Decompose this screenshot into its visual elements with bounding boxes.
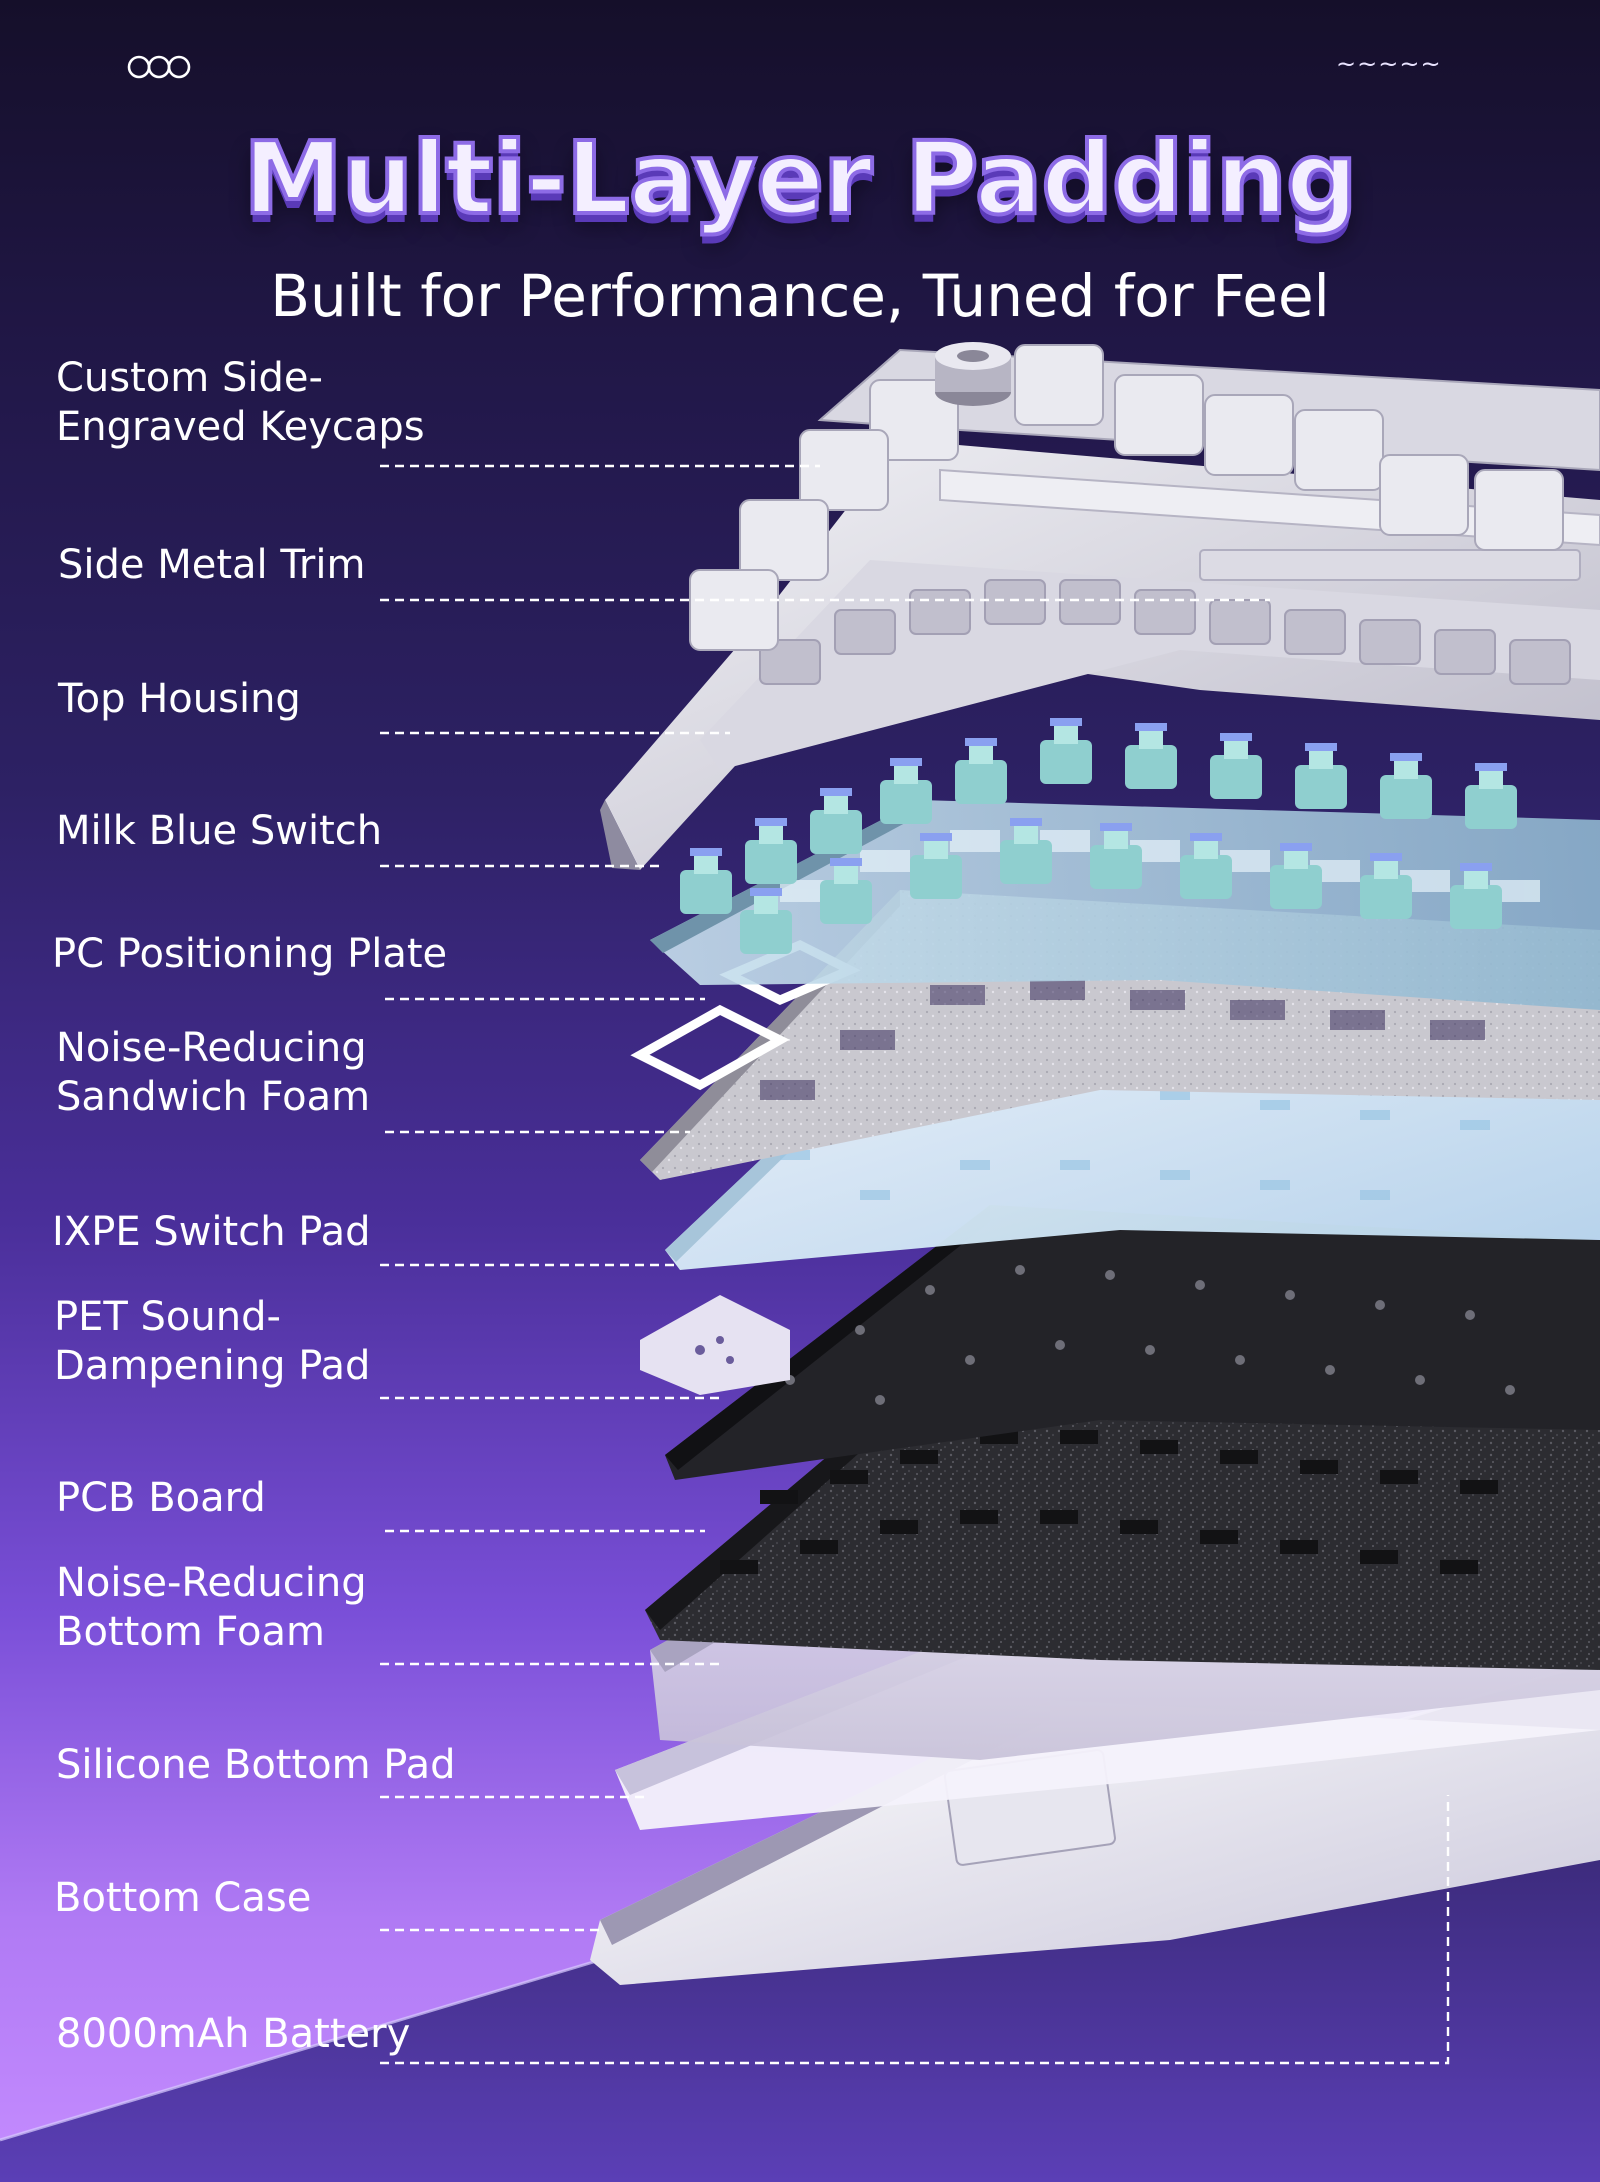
- label-pet-line2: Dampening Pad: [54, 1343, 371, 1389]
- tilde-mark: ~~~~~: [1336, 50, 1442, 78]
- label-bottom-foam-line2: Bottom Foam: [56, 1609, 325, 1655]
- label-bottom-foam-line1: Noise-Reducing: [56, 1560, 367, 1606]
- label-sandwich-foam-line1: Noise-Reducing: [56, 1025, 367, 1071]
- label-top-housing: Top Housing: [58, 676, 301, 722]
- label-pet: PET Sound- Dampening Pad: [54, 1293, 370, 1391]
- label-metal-trim: Side Metal Trim: [58, 542, 366, 588]
- label-sandwich-foam: Noise-Reducing Sandwich Foam: [56, 1024, 370, 1122]
- label-keycaps-line1: Custom Side-: [56, 355, 323, 401]
- label-sandwich-foam-line2: Sandwich Foam: [56, 1074, 371, 1120]
- page-subtitle: Built for Performance, Tuned for Feel: [270, 262, 1330, 330]
- label-silicone: Silicone Bottom Pad: [56, 1742, 456, 1788]
- label-plate: PC Positioning Plate: [52, 931, 448, 977]
- label-switch: Milk Blue Switch: [56, 808, 383, 854]
- label-bottom-foam: Noise-Reducing Bottom Foam: [56, 1559, 367, 1657]
- label-keycaps-line2: Engraved Keycaps: [56, 404, 425, 450]
- page-title: Multi-Layer Padding: [241, 118, 1359, 239]
- label-pcb: PCB Board: [56, 1475, 266, 1521]
- three-rings-logo-icon: [127, 55, 191, 79]
- label-pet-line1: PET Sound-: [54, 1294, 281, 1340]
- label-ixpe: IXPE Switch Pad: [52, 1209, 371, 1255]
- label-battery: 8000mAh Battery: [56, 2011, 411, 2057]
- label-keycaps: Custom Side- Engraved Keycaps: [56, 354, 425, 452]
- label-bottom-case: Bottom Case: [54, 1875, 312, 1921]
